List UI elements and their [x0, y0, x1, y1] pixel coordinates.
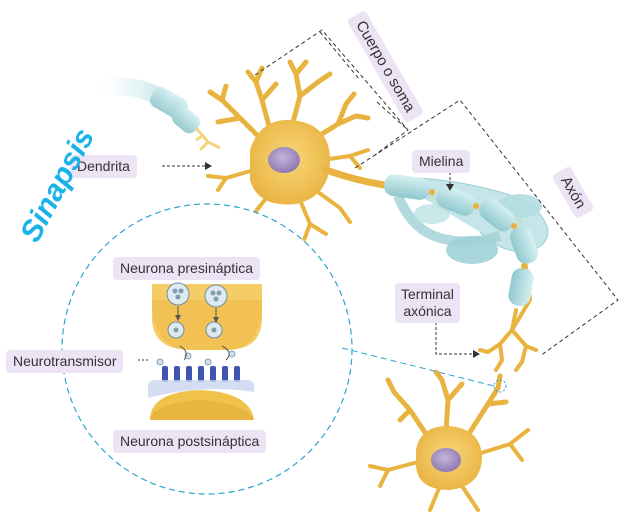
- presynaptic-terminal: [152, 282, 262, 350]
- upstream-axon: [91, 77, 221, 152]
- label-terminal-axonica: Terminal axónica: [395, 283, 460, 323]
- terminal-pointer: [435, 322, 476, 355]
- label-postsinaptica: Neurona postsináptica: [113, 430, 267, 453]
- zoom-connector: [341, 347, 495, 387]
- label-presinaptica: Neurona presináptica: [113, 257, 261, 280]
- zoom-target: [493, 379, 507, 393]
- nucleus: [268, 147, 300, 173]
- second-neuron: [368, 369, 530, 512]
- axon: [322, 166, 549, 332]
- label-terminal-line1: Terminal: [401, 286, 454, 302]
- axon-bracket: [354, 99, 619, 357]
- receptors: [162, 366, 240, 382]
- soma: [250, 119, 330, 205]
- axon-terminal: [478, 308, 538, 372]
- postsynaptic-membrane: [148, 380, 254, 398]
- label-dendrita: Dendrita: [70, 155, 137, 178]
- label-terminal-line2: axónica: [403, 303, 452, 319]
- label-mielina: Mielina: [412, 150, 471, 173]
- label-neurotransmisor: Neurotransmisor: [6, 350, 124, 373]
- soma-bracket: [254, 29, 409, 156]
